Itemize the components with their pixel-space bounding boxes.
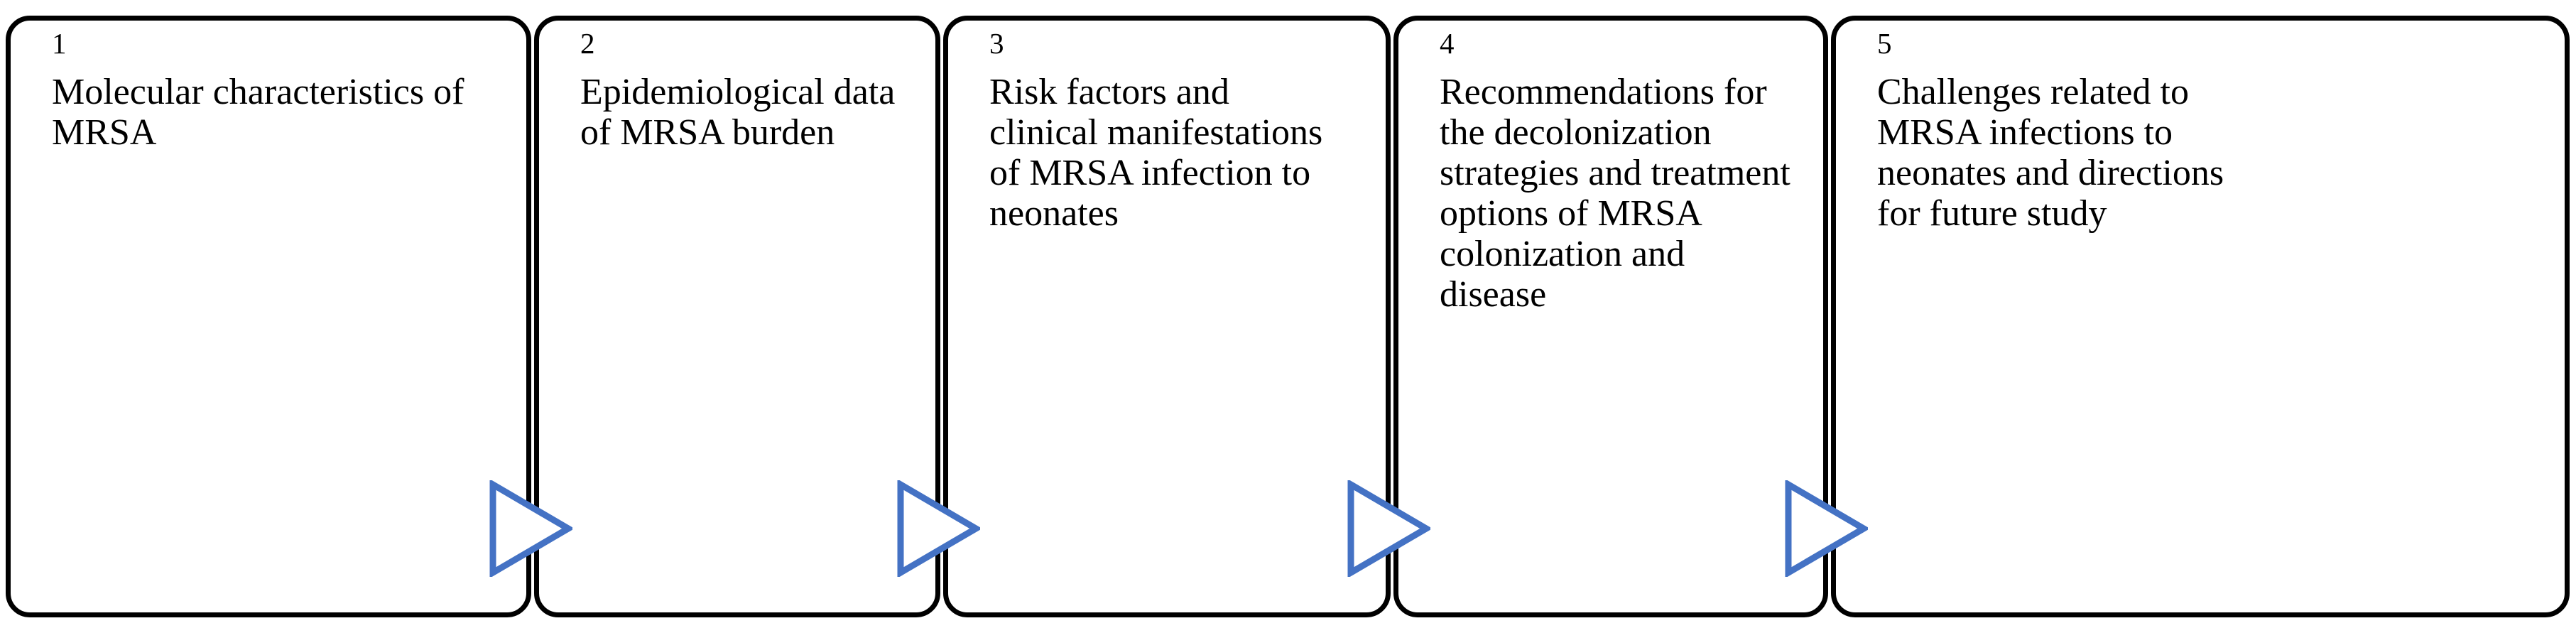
stage-5-label: Challenges related to MRSA infections to… xyxy=(1877,72,2224,234)
stage-1-label: Molecular characteristics of MRSA xyxy=(52,72,464,153)
stage-5-content: 5 Challenges related to MRSA infections … xyxy=(1877,23,2232,234)
process-stage-1[interactable]: 1 Molecular characteristics of MRSA xyxy=(6,16,531,617)
process-stage-3[interactable]: 3 Risk factors and clinical manifestatio… xyxy=(943,16,1391,617)
stage-4-number: 4 xyxy=(1440,27,1455,60)
stage-1-number: 1 xyxy=(52,27,67,60)
stage-1-content: 1 Molecular characteristics of MRSA xyxy=(52,23,492,153)
stage-4-label: Recommendations for the decolonization s… xyxy=(1440,72,1790,315)
stage-2-content: 2 Epidemiological data of MRSA burden xyxy=(580,23,914,153)
stage-5-number: 5 xyxy=(1877,27,1892,60)
stage-3-number: 3 xyxy=(989,27,1004,60)
stage-3-label: Risk factors and clinical manifestations… xyxy=(989,72,1323,234)
stage-4-content: 4 Recommendations for the decolonization… xyxy=(1440,23,1792,315)
process-stage-4[interactable]: 4 Recommendations for the decolonization… xyxy=(1393,16,1828,617)
process-stage-5[interactable]: 5 Challenges related to MRSA infections … xyxy=(1831,16,2570,617)
stage-2-number: 2 xyxy=(580,27,595,60)
process-stage-2[interactable]: 2 Epidemiological data of MRSA burden xyxy=(534,16,940,617)
stage-3-content: 3 Risk factors and clinical manifestatio… xyxy=(989,23,1344,234)
stage-2-label: Epidemiological data of MRSA burden xyxy=(580,72,896,153)
